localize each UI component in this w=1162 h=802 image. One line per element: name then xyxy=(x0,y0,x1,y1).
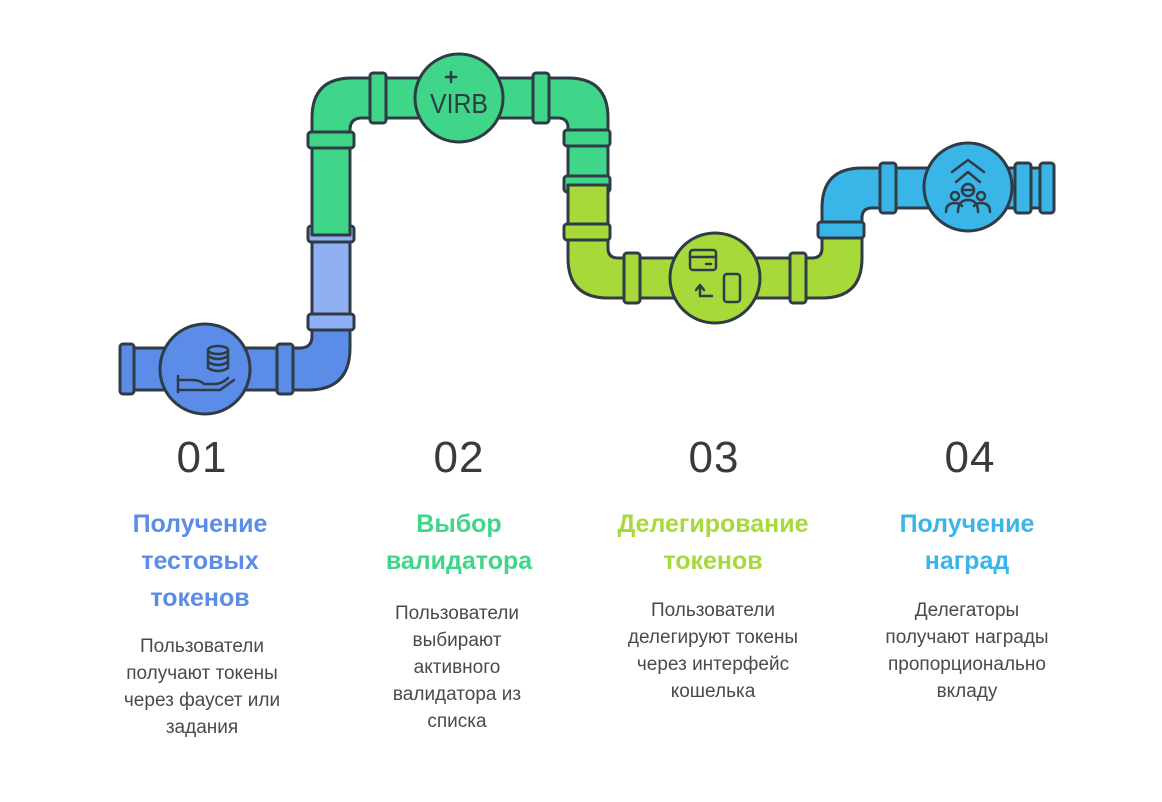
pipe-segment-2 xyxy=(306,71,612,237)
step-desc-line: через фаусет или xyxy=(123,690,281,711)
step-title-line: Получение xyxy=(899,510,1035,538)
step-number-4: 04 xyxy=(944,433,996,482)
step-title-line: Получение xyxy=(132,510,268,538)
step-title-line: валидатора xyxy=(385,547,533,575)
step-desc-line: Пользователи xyxy=(394,603,519,624)
step-title-line: Делегирование xyxy=(617,510,809,538)
step-title-line: токенов xyxy=(663,547,763,575)
step-title-4: Получение наград xyxy=(852,506,1082,580)
step-desc-line: получают награды xyxy=(885,627,1049,648)
step-desc-line: получают токены xyxy=(126,663,278,684)
step-title-1: Получение тестовых токенов xyxy=(85,506,315,617)
step-desc-4: Делегаторы получают награды пропорционал… xyxy=(852,597,1082,705)
step-desc-line: валидатора из xyxy=(392,684,522,705)
step-title-line: токенов xyxy=(150,584,250,612)
step-desc-line: задания xyxy=(165,717,239,738)
card-phone-transfer-icon xyxy=(668,231,762,325)
pipe-segment-3 xyxy=(562,183,864,305)
step-title-line: наград xyxy=(924,547,1010,575)
step-desc-line: выбирают xyxy=(412,630,502,651)
step-desc-1: Пользователи получают токены через фаусе… xyxy=(87,633,317,741)
step-desc-line: вкладу xyxy=(936,681,998,702)
step-title-line: тестовых xyxy=(141,547,259,575)
step-desc-3: Пользователи делегируют токены через инт… xyxy=(598,597,828,705)
step-desc-line: списка xyxy=(427,711,487,732)
step-desc-line: делегируют токены xyxy=(627,627,799,648)
step-desc-line: Пользователи xyxy=(139,636,264,657)
coin-hand-icon xyxy=(158,322,252,416)
step-desc-line: кошелька xyxy=(670,681,756,702)
step-title-2: Выбор валидатора xyxy=(344,506,574,580)
virb-logo-text: VIRB xyxy=(430,88,488,119)
virb-logo-icon: VIRB xyxy=(413,52,505,144)
step-desc-line: активного xyxy=(413,657,501,678)
step-desc-line: Делегаторы xyxy=(914,600,1020,621)
step-title-3: Делегирование токенов xyxy=(598,506,828,580)
step-desc-line: Пользователи xyxy=(650,600,775,621)
step-desc-line: пропорционально xyxy=(887,654,1046,675)
step-number-1: 01 xyxy=(176,433,228,482)
growth-people-icon xyxy=(922,141,1014,233)
step-title-line: Выбор xyxy=(416,510,502,538)
step-desc-line: через интерфейс xyxy=(636,654,790,675)
step-number-3: 03 xyxy=(688,433,740,482)
step-desc-2: Пользователи выбирают активного валидато… xyxy=(342,600,572,735)
step-number-2: 02 xyxy=(433,433,485,482)
